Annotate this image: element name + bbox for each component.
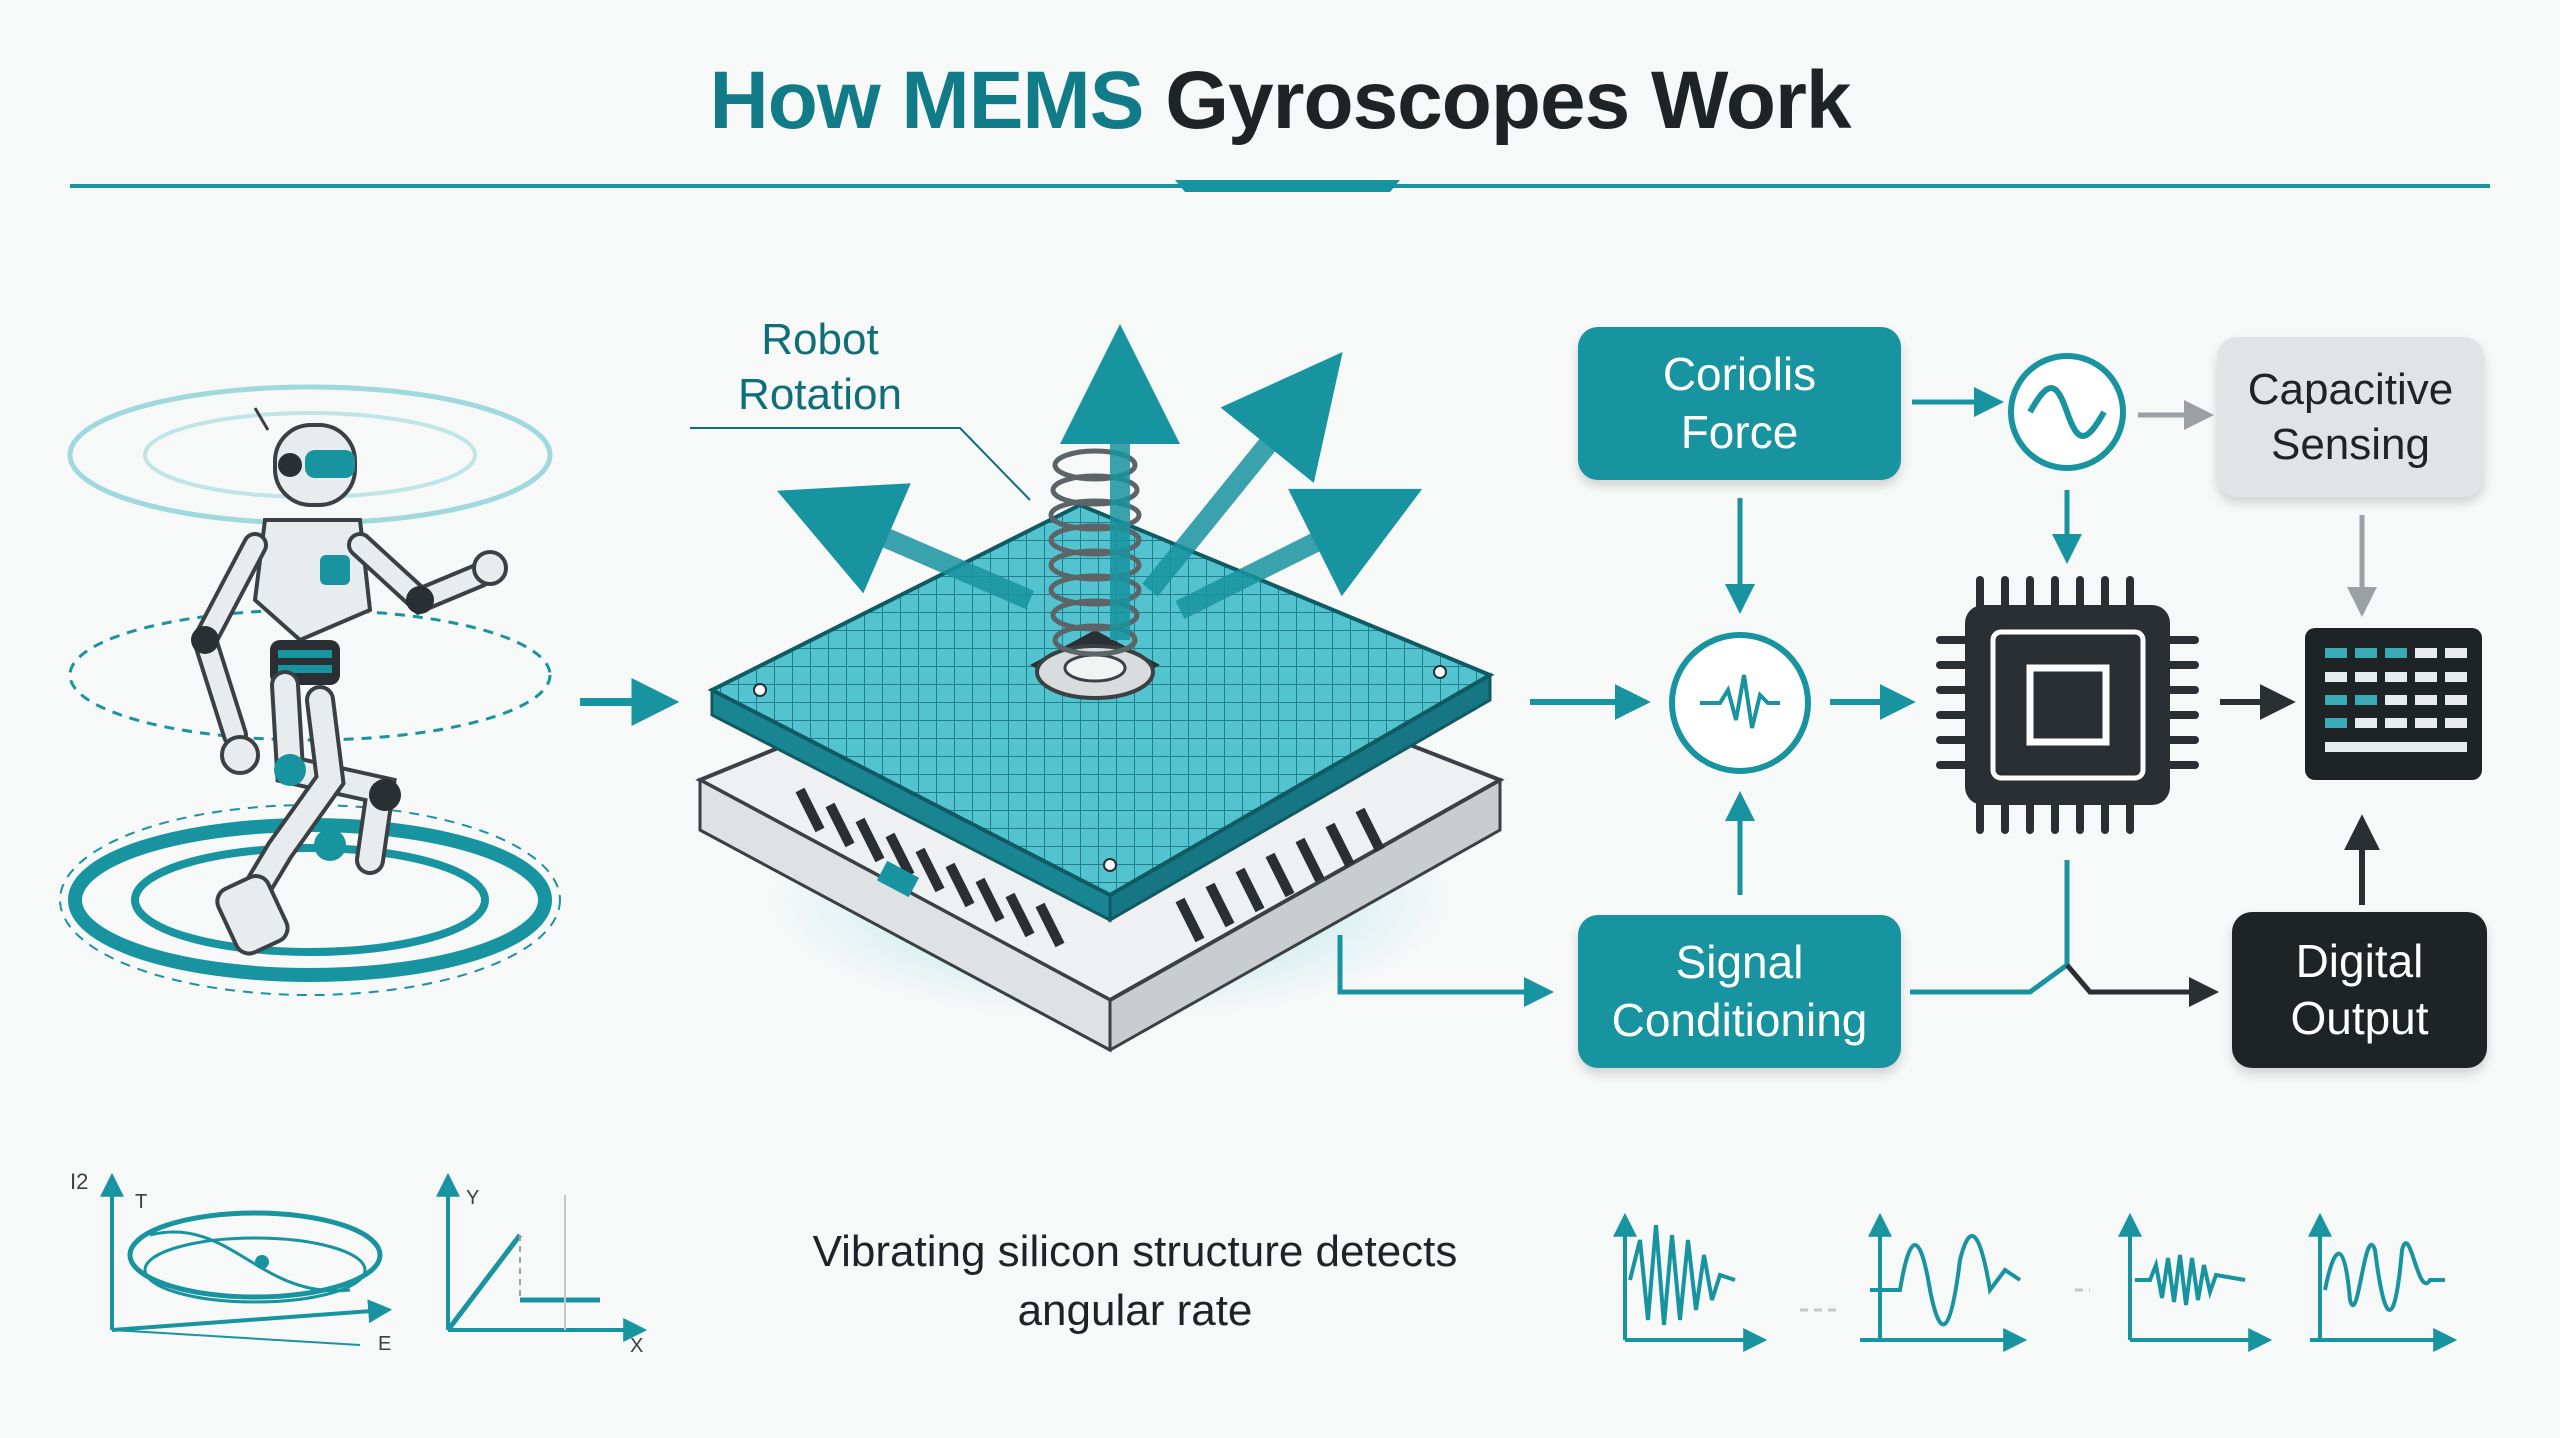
flow-connectors — [1337, 387, 2380, 1007]
robot-rotation-line2: Rotation — [738, 370, 902, 419]
robot-rotation-line1: Robot — [761, 315, 879, 364]
plot2-y-label: Y — [466, 1187, 480, 1209]
title-main: Gyroscopes Work — [1165, 55, 1851, 146]
coriolis-line2: Force — [1680, 405, 1799, 458]
waveform-sensor-icon — [1669, 632, 1811, 774]
digital-line1: Digital — [2295, 934, 2424, 987]
coriolis-line1: Coriolis — [1662, 348, 1817, 400]
plot2-x-label: X — [630, 1335, 644, 1357]
signal-line2: Conditioning — [1611, 993, 1868, 1046]
title-divider — [70, 180, 2490, 192]
axis-sketch-1 — [100, 1172, 393, 1346]
mems-chip-illustration — [690, 324, 1505, 1053]
processor-chip-icon — [1936, 576, 2199, 834]
capacitive-line1: Capacitive — [2247, 365, 2454, 414]
caption-line2: angular rate — [1017, 1286, 1253, 1336]
plot1-top-label: I2 — [70, 1169, 89, 1194]
plot1-x-label: E — [378, 1333, 392, 1355]
title-accent: How MEMS — [709, 55, 1145, 146]
robot-illustration — [59, 384, 561, 996]
robot-rotation-label: Robot Rotation — [700, 312, 940, 422]
caption-line1: Vibrating silicon structure detects — [812, 1227, 1458, 1276]
page-title: How MEMS Gyroscopes Work — [640, 50, 1920, 153]
waveform-strip — [1613, 1212, 2458, 1352]
digital-line2: Output — [2290, 992, 2429, 1044]
capacitive-line2: Sensing — [2270, 420, 2430, 469]
sine-oscillator-icon — [2008, 353, 2126, 471]
caption: Vibrating silicon structure detects angu… — [720, 1222, 1550, 1341]
digital-display-icon — [2305, 628, 2482, 780]
axis-sketch-2 — [436, 1172, 648, 1342]
plot1-y-label: T — [135, 1191, 148, 1213]
signal-line1: Signal — [1675, 936, 1804, 988]
